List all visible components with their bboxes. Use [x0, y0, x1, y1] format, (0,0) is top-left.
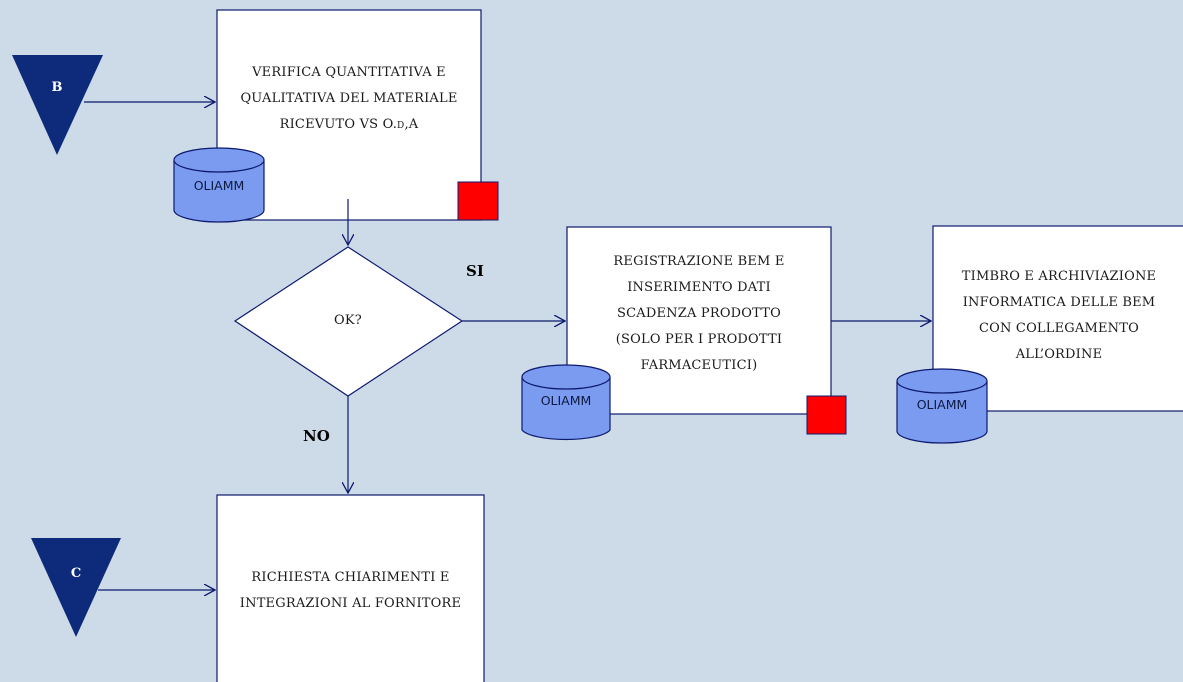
- database-label-1: OLIAMM: [193, 178, 245, 193]
- no-label: NO: [303, 427, 330, 445]
- registrazione-text: REGISTRAZIONE BEM E INSERIMENTO DATI SCA…: [613, 254, 785, 373]
- decision-label: OK?: [334, 313, 362, 328]
- red-marker-verifica: [457, 181, 499, 221]
- database-label-3: OLIAMM: [916, 397, 968, 412]
- richiesta-box: [216, 494, 485, 682]
- database-cylinder-3: [896, 368, 988, 444]
- database-label-2: OLIAMM: [540, 393, 592, 408]
- connector-b-triangle: [12, 55, 103, 155]
- verifica-text: VERIFICA QUANTITATIVA E QUALITATIVA DEL …: [240, 65, 458, 132]
- connector-b-label: B: [51, 80, 63, 95]
- verifica-box: [216, 9, 482, 221]
- connector-c-triangle: [31, 538, 121, 637]
- connector-c-label: C: [70, 566, 82, 581]
- database-cylinder-2: [521, 364, 611, 441]
- red-marker-registrazione: [806, 395, 847, 435]
- yes-label: SI: [466, 262, 484, 280]
- timbro-text: TIMBRO E ARCHIVIAZIONE INFORMATICA DELLE…: [961, 268, 1157, 362]
- registrazione-box: [566, 226, 832, 415]
- richiesta-text: RICHIESTA CHIARIMENTI E INTEGRAZIONI AL …: [239, 570, 462, 611]
- database-cylinder-1: [173, 147, 265, 223]
